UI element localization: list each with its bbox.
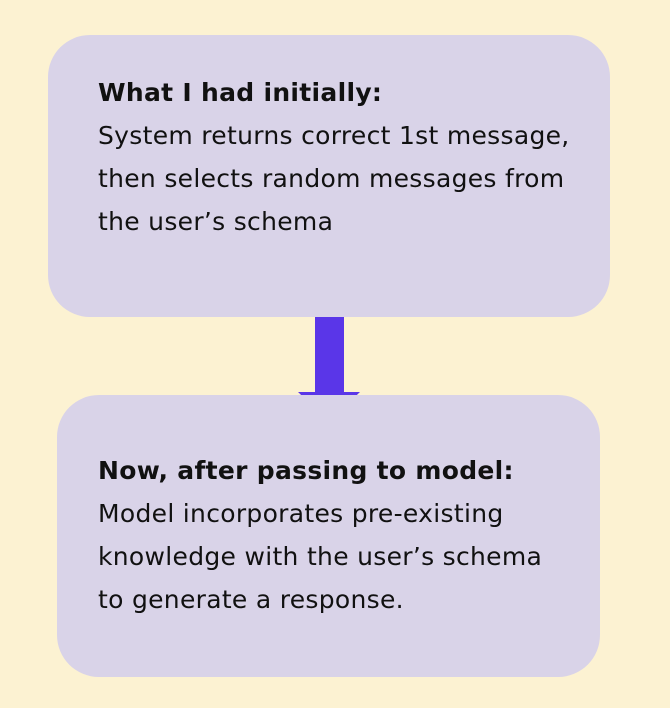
step-body-initial: System returns correct 1st message, then… [98, 121, 570, 236]
step-body-after-model: Model incorporates pre-existing knowledg… [98, 499, 543, 614]
step-title-after-model: Now, after passing to model: [98, 456, 514, 485]
step-box-after-model: Now, after passing to model: Model incor… [57, 395, 600, 677]
step-title-initial: What I had initially: [98, 78, 383, 107]
step-box-initial: What I had initially: System returns cor… [48, 35, 610, 317]
